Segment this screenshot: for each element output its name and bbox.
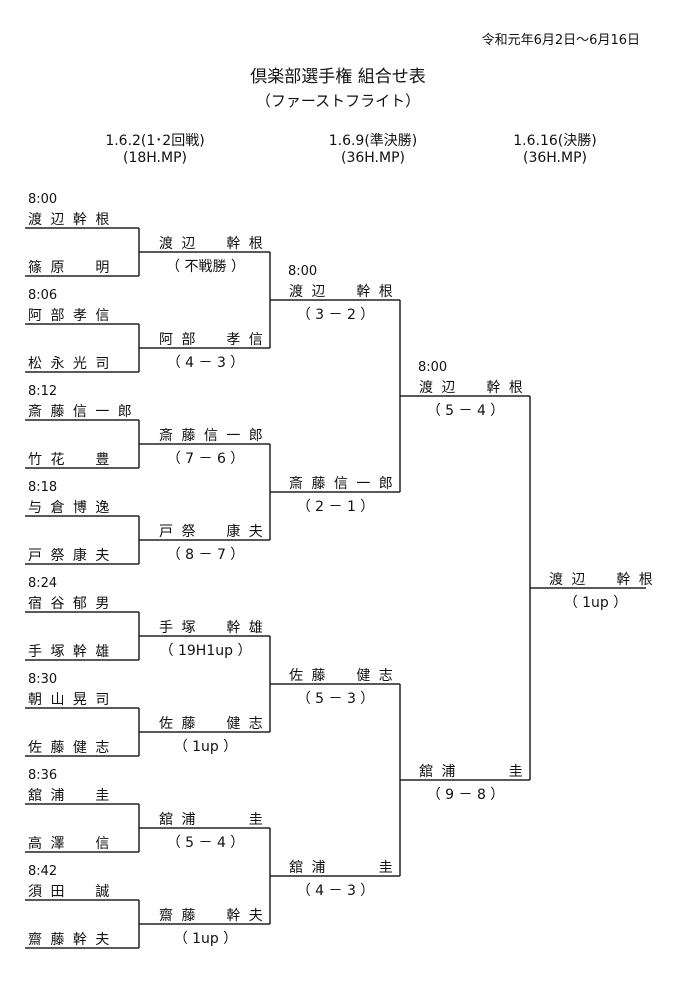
match-score: （ 19H1up ） (159, 643, 252, 659)
match-time: 8:00 (288, 264, 318, 279)
winner-name: 舘 浦 圭 (159, 812, 265, 828)
match-time: 8:24 (28, 576, 58, 591)
match-score: （ 5 － 4 ） (166, 835, 245, 851)
player-name: 与 倉 博 逸 (28, 500, 112, 516)
player-name: 齋 藤 幹 夫 (28, 932, 112, 948)
player-name: 佐 藤 健 志 (28, 740, 112, 756)
match-score: （ 不戦勝 ） (166, 259, 245, 275)
round-format: (18H.MP) (123, 150, 187, 166)
round-date: 1.6.16(決勝) (513, 133, 597, 149)
player-name: 須 田 誠 (28, 884, 112, 900)
page-subtitle: （ファーストフライト） (255, 92, 421, 110)
match-score: （ 1up ） (173, 931, 238, 947)
player-name: 舘 浦 圭 (28, 788, 112, 804)
player-name: 竹 花 豊 (28, 452, 112, 468)
match-time: 8:00 (28, 192, 58, 207)
player-name: 阿 部 孝 信 (28, 308, 112, 324)
winner-name: 手 塚 幹 雄 (159, 620, 265, 636)
winner-name: 佐 藤 健 志 (159, 716, 265, 732)
winner-name: 阿 部 孝 信 (159, 332, 265, 348)
final-score: （ 1up ） (563, 595, 628, 611)
player-name: 篠 原 明 (28, 260, 112, 276)
round-format: (36H.MP) (341, 150, 405, 166)
round-format: (36H.MP) (523, 150, 587, 166)
match-score: （ 7 － 6 ） (166, 451, 245, 467)
match-score: （ 2 － 1 ） (296, 499, 375, 515)
match-score: （ 5 － 4 ） (426, 403, 505, 419)
tournament-date: 令和元年6月2日～6月16日 (481, 33, 640, 48)
winner-name: 渡 辺 幹 根 (159, 236, 265, 252)
page-title: 倶楽部選手権 組合せ表 (250, 67, 426, 87)
match-time: 8:06 (28, 288, 58, 303)
winner-name: 斎 藤 信 一 郎 (159, 428, 265, 444)
player-name: 戸 祭 康 夫 (28, 548, 112, 564)
winner-name: 舘 浦 圭 (419, 764, 525, 780)
winner-name: 戸 祭 康 夫 (159, 524, 265, 540)
match-score: （ 5 － 3 ） (296, 691, 375, 707)
match-time: 8:12 (28, 384, 58, 399)
player-name: 手 塚 幹 雄 (28, 644, 112, 660)
player-name: 高 澤 信 (28, 836, 112, 852)
match-time: 8:36 (28, 768, 58, 783)
match-score: （ 9 － 8 ） (426, 787, 505, 803)
player-name: 朝 山 晃 司 (28, 692, 112, 708)
player-name: 宿 谷 郁 男 (28, 596, 112, 612)
winner-name: 佐 藤 健 志 (289, 668, 395, 684)
round-header-2: 1.6.9(準決勝) (36H.MP) (288, 133, 458, 167)
match-score: （ 8 － 7 ） (166, 547, 245, 563)
match-time: 8:18 (28, 480, 58, 495)
match-time: 8:30 (28, 672, 58, 687)
winner-name: 斎 藤 信 一 郎 (289, 476, 395, 492)
round-date: 1.6.2(1･2回戦) (105, 133, 205, 149)
winner-name: 渡 辺 幹 根 (419, 380, 525, 396)
match-score: （ 4 － 3 ） (296, 883, 375, 899)
match-time: 8:00 (418, 360, 448, 375)
player-name: 松 永 光 司 (28, 356, 112, 372)
player-name: 斎 藤 信 一 郎 (28, 404, 134, 420)
winner-name: 舘 浦 圭 (289, 860, 395, 876)
match-score: （ 4 － 3 ） (166, 355, 245, 371)
round-header-3: 1.6.16(決勝) (36H.MP) (470, 133, 640, 167)
match-score: （ 3 － 2 ） (296, 307, 375, 323)
winner-name: 渡 辺 幹 根 (289, 284, 395, 300)
round-header-1: 1.6.2(1･2回戦) (18H.MP) (70, 133, 240, 167)
match-time: 8:42 (28, 864, 58, 879)
winner-name: 齋 藤 幹 夫 (159, 908, 265, 924)
match-score: （ 1up ） (173, 739, 238, 755)
champion-name: 渡 辺 幹 根 (549, 572, 655, 588)
player-name: 渡 辺 幹 根 (28, 212, 112, 228)
round-date: 1.6.9(準決勝) (328, 133, 418, 149)
